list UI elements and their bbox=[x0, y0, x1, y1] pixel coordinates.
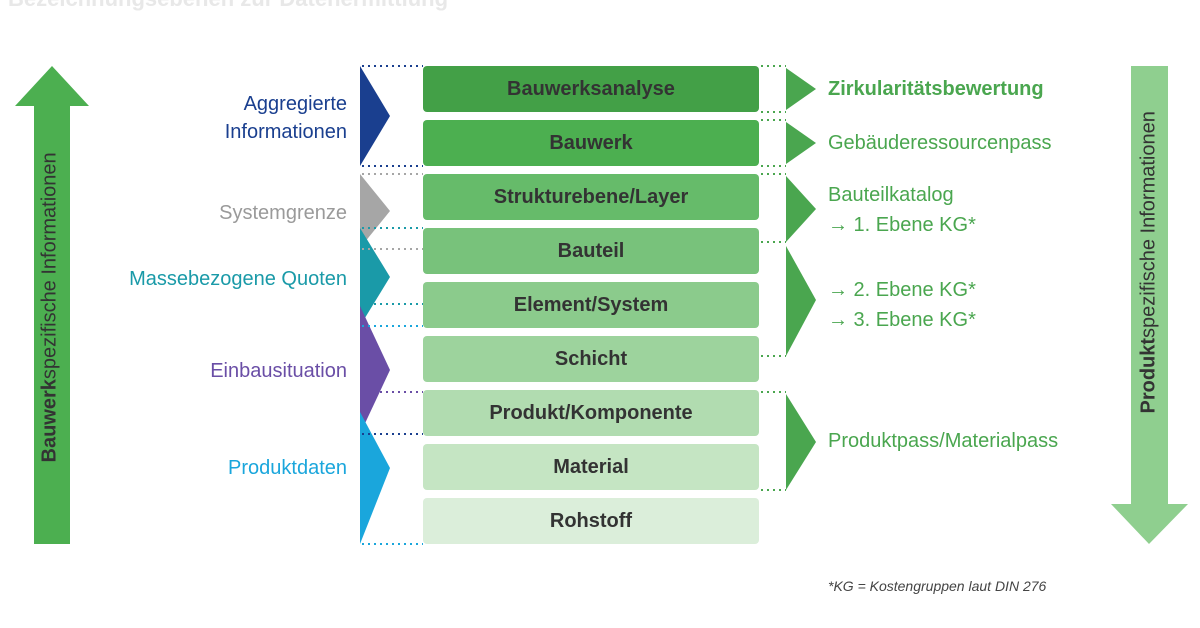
stack-box-bauwerksanalyse: Bauwerksanalyse bbox=[423, 66, 759, 112]
stack-box-label: Bauwerk bbox=[549, 131, 633, 154]
label-gebaeuderessourcenpass: Gebäuderessourcenpass bbox=[828, 132, 1052, 154]
chevron-produktpass bbox=[786, 394, 816, 490]
stack-box-element-system: Element/System bbox=[423, 282, 759, 328]
diagram-title: Bezeichnungsebenen zur Datenermittlung bbox=[8, 0, 448, 12]
stack-box-strukturebene: Strukturebene/Layer bbox=[423, 174, 759, 220]
stack-box-label: Element/System bbox=[513, 293, 669, 316]
right-arrow-label-bold: Produkt bbox=[1137, 337, 1160, 414]
chevron-bauteilkatalog bbox=[786, 176, 816, 242]
stack-box-label: Bauwerksanalyse bbox=[507, 77, 675, 100]
label-produktdaten: Produktdaten bbox=[228, 457, 347, 479]
label-systemgrenze: Systemgrenze bbox=[219, 202, 347, 224]
chevron-systemgrenze bbox=[360, 174, 390, 248]
label-line: Aggregierte bbox=[243, 93, 347, 115]
label-ebene-2: → 2. Ebene KG* bbox=[828, 279, 976, 301]
stack-box-bauwerk: Bauwerk bbox=[423, 120, 759, 166]
stack-box-label: Rohstoff bbox=[549, 509, 633, 532]
footnote: *KG = Kostengruppen laut DIN 276 bbox=[828, 578, 1047, 594]
left-arrow-label-rest: spezifische Informationen bbox=[38, 152, 61, 380]
right-arrow-label-rest: spezifische Informationen bbox=[1137, 111, 1160, 338]
stack-box-label: Strukturebene/Layer bbox=[493, 185, 689, 208]
stack-box-label: Material bbox=[553, 455, 629, 478]
left-arrow-label: Bauwerkspezifische Informationen bbox=[38, 152, 62, 463]
stack-box-produkt-komponente: Produkt/Komponente bbox=[423, 390, 759, 436]
stack-box-label: Schicht bbox=[554, 347, 628, 370]
chevron-massebezogen bbox=[360, 228, 390, 326]
label-massebezogene-quoten: Massebezogene Quoten bbox=[129, 268, 347, 290]
chevron-einbausituation bbox=[360, 306, 390, 434]
chevron-zirkularitaet bbox=[786, 68, 816, 110]
label-einbausituation: Einbausituation bbox=[210, 360, 347, 382]
label-bauteilkatalog: Bauteilkatalog bbox=[828, 184, 954, 206]
stack-box-schicht: Schicht bbox=[423, 336, 759, 382]
stack-box-label: Produkt/Komponente bbox=[489, 401, 693, 424]
stack-box-material: Material bbox=[423, 444, 759, 490]
label-ebene-3: → 3. Ebene KG* bbox=[828, 309, 976, 331]
stack-box-rohstoff: Rohstoff bbox=[423, 498, 759, 544]
chevron-produktdaten bbox=[360, 412, 390, 544]
label-produktpass: Produktpass/Materialpass bbox=[828, 430, 1059, 452]
stack-box-label: Bauteil bbox=[557, 239, 625, 262]
stack-box-bauteil: Bauteil bbox=[423, 228, 759, 274]
label-ebene-1: → 1. Ebene KG* bbox=[828, 214, 976, 236]
chevron-gebaeude bbox=[786, 122, 816, 164]
label-aggregierte-informationen: Aggregierte Informationen bbox=[225, 90, 347, 146]
label-line: Informationen bbox=[224, 121, 347, 143]
chevron-aggregiert bbox=[360, 66, 390, 166]
chevron-ebenen bbox=[786, 246, 816, 356]
label-zirkularitaetsbewertung: Zirkularitätsbewertung bbox=[828, 78, 1044, 100]
right-down-arrow bbox=[1111, 66, 1188, 544]
right-arrow-label: Produktspezifische Informationen bbox=[1137, 111, 1161, 414]
left-arrow-label-bold: Bauwerk bbox=[38, 379, 61, 463]
left-up-arrow bbox=[15, 66, 89, 544]
